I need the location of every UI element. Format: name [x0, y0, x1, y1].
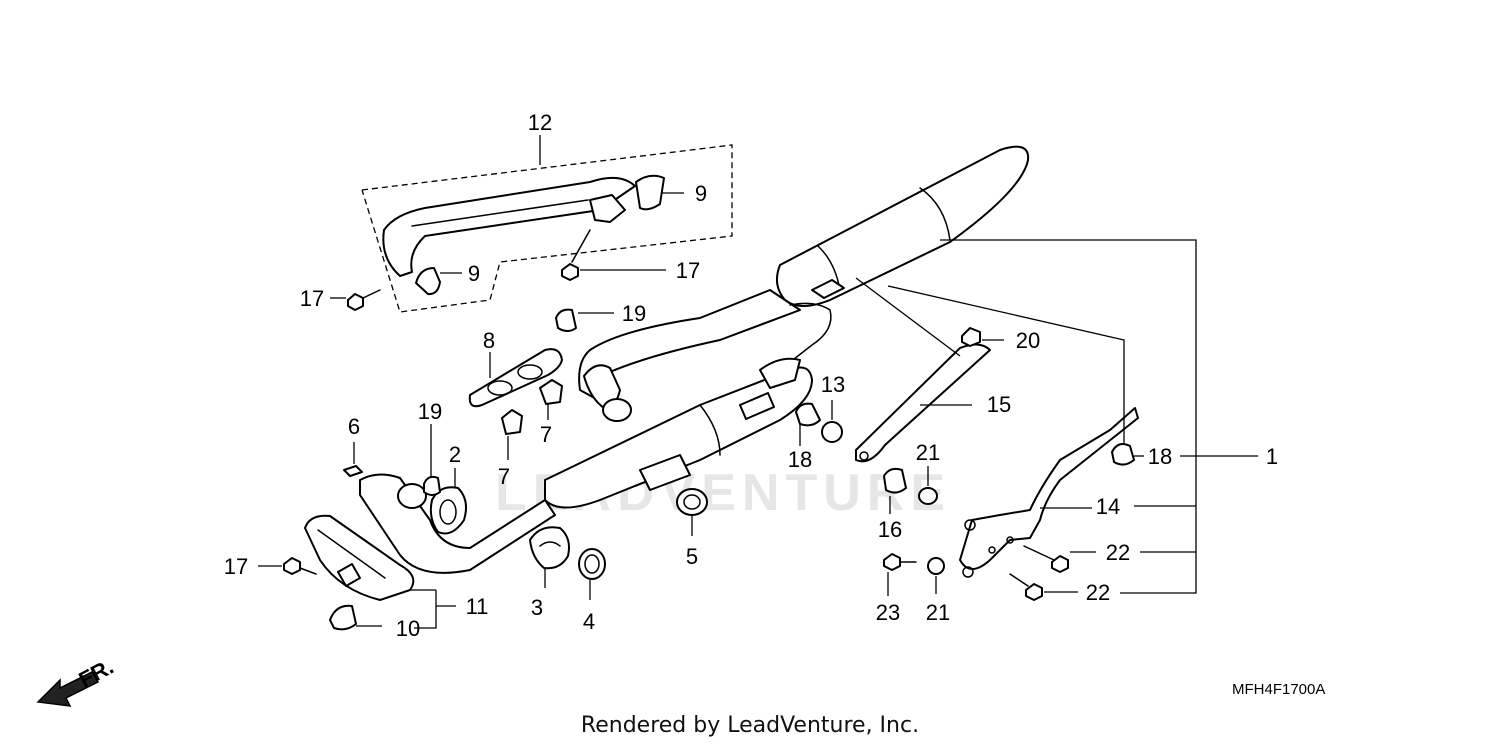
nut-part-20[interactable]: [961, 327, 1004, 347]
callout-18-right: 18: [1148, 444, 1172, 469]
clamp-part-9-lower[interactable]: [415, 267, 462, 296]
callout-19-lower: 19: [418, 399, 442, 424]
bolt-part-17-left[interactable]: [330, 289, 381, 311]
callout-16: 16: [878, 517, 902, 542]
callout-13: 13: [821, 372, 845, 397]
callout-22-lower: 22: [1086, 580, 1110, 605]
washer-part-21-lower[interactable]: [927, 557, 945, 594]
callout-22-upper: 22: [1106, 540, 1130, 565]
lower-heat-shield-part-11[interactable]: [304, 514, 415, 601]
collar-part-18-center[interactable]: [795, 402, 821, 446]
callout-15: 15: [987, 392, 1011, 417]
callout-10: 10: [396, 616, 420, 641]
pipe-outlet: [397, 483, 427, 509]
front-direction-arrow: FR.: [36, 654, 118, 707]
nut-part-19-upper[interactable]: [555, 308, 614, 332]
callout-21-upper: 21: [916, 440, 940, 465]
diagram-code: MFH4F1700A: [1232, 681, 1325, 698]
callout-3: 3: [531, 595, 543, 620]
washer-part-6[interactable]: [343, 442, 363, 477]
bolt-part-22-lower[interactable]: [1009, 573, 1078, 601]
washer-part-21-upper[interactable]: [918, 466, 938, 505]
callout-23: 23: [876, 600, 900, 625]
step-bracket-part-14[interactable]: [959, 407, 1139, 578]
callout-19-upper: 19: [622, 301, 646, 326]
footer-credit: Rendered by LeadVenture, Inc.: [580, 713, 920, 738]
collar-part-18-right[interactable]: [887, 285, 1144, 466]
callout-17-lower: 17: [224, 554, 248, 579]
callout-20: 20: [1016, 328, 1040, 353]
leader-11-b: [414, 590, 437, 629]
callout-21-lower: 21: [926, 600, 950, 625]
callout-7-left: 7: [498, 464, 510, 489]
clamp-part-9-upper[interactable]: [635, 174, 684, 211]
assembly-bracket-1: [940, 239, 1258, 594]
bolt-part-23[interactable]: [883, 553, 917, 596]
gasket-part-3[interactable]: [529, 526, 570, 588]
bolt-part-17-lower[interactable]: [258, 557, 317, 575]
callout-9-lower: 9: [468, 261, 480, 286]
joint-collar-part-2[interactable]: [429, 468, 467, 535]
clamp-part-10[interactable]: [329, 604, 382, 631]
callout-8: 8: [483, 328, 495, 353]
muffler-stay-part-15[interactable]: [855, 277, 991, 463]
callout-1: 1: [1266, 444, 1278, 469]
collar-part-7-left[interactable]: [501, 409, 523, 460]
callout-18-center: 18: [788, 447, 812, 472]
bolt-part-17-shield[interactable]: [561, 229, 666, 281]
callout-17-shield: 17: [676, 258, 700, 283]
callout-2: 2: [449, 442, 461, 467]
callout-14: 14: [1096, 494, 1120, 519]
nut-part-19-lower[interactable]: [423, 424, 441, 496]
rubber-part-13[interactable]: [821, 400, 843, 443]
callout-9-upper: 9: [695, 181, 707, 206]
callout-5: 5: [686, 544, 698, 569]
callout-11: 11: [466, 594, 489, 619]
gasket-part-8[interactable]: [468, 348, 563, 408]
gasket-part-5[interactable]: [676, 488, 708, 536]
upper-heat-shield[interactable]: [382, 176, 636, 277]
muffler-assembly[interactable]: [359, 145, 1030, 574]
bolt-part-22-upper[interactable]: [1023, 545, 1096, 573]
gasket-part-4[interactable]: [578, 548, 606, 600]
callout-4: 4: [583, 609, 595, 634]
heat-shield-group-box: [361, 135, 733, 313]
rubber-part-16[interactable]: [883, 467, 907, 514]
collar-part-7-right[interactable]: [539, 379, 563, 420]
callout-17-left: 17: [300, 286, 324, 311]
callout-7-right: 7: [540, 422, 552, 447]
callout-12: 12: [528, 110, 552, 135]
callout-6: 6: [348, 414, 360, 439]
